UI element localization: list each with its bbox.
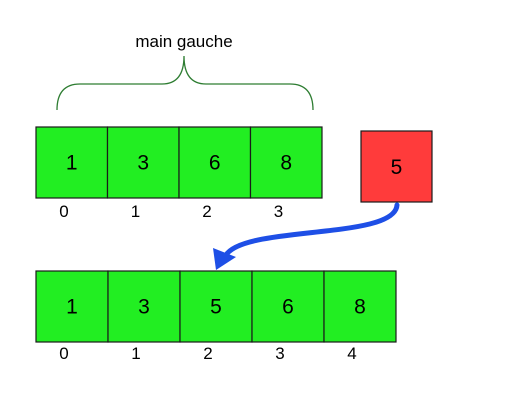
array-cell-value: 6	[209, 152, 221, 175]
array-index-label: 0	[59, 202, 68, 221]
array-cell: 5	[179, 270, 253, 343]
bottom-row: 1 3 5 6 8	[35, 270, 397, 343]
curly-brace	[56, 55, 314, 111]
array-cell-value: 8	[280, 152, 292, 175]
arrow-curve	[223, 202, 400, 258]
array-index-label: 1	[131, 344, 140, 363]
array-cell-value: 8	[354, 296, 366, 319]
top-row-indices: 0 1 2 3	[59, 202, 283, 221]
array-cell-value: 1	[66, 152, 78, 175]
array-index-label: 2	[202, 202, 211, 221]
new-card-box	[360, 130, 433, 203]
new-card-value: 5	[391, 156, 403, 179]
array-cell-box	[178, 126, 252, 199]
array-index-label: 2	[203, 344, 212, 363]
arrow-head	[213, 248, 236, 270]
array-index-label: 3	[275, 344, 284, 363]
array-cell: 8	[323, 270, 397, 343]
array-cell-box	[35, 270, 109, 343]
array-cell: 6	[178, 126, 252, 199]
brace-label: main gauche	[135, 32, 232, 51]
array-cell-box	[323, 270, 397, 343]
array-cell: 3	[107, 270, 181, 343]
array-index-label: 1	[131, 202, 140, 221]
array-cell-box	[35, 126, 109, 199]
array-cell-value: 1	[66, 296, 78, 319]
array-cell-value: 3	[137, 152, 149, 175]
array-cell-box	[251, 270, 325, 343]
new-card: 5	[360, 130, 433, 203]
top-row: 1 3 6 8	[35, 126, 323, 199]
array-cell-value: 3	[138, 296, 150, 319]
array-cell-value: 5	[210, 296, 222, 319]
bottom-row-indices: 0 1 2 3 4	[59, 344, 356, 363]
array-index-label: 0	[59, 344, 68, 363]
insertion-arrow	[213, 202, 400, 270]
array-cell: 1	[35, 270, 109, 343]
array-cell: 3	[106, 126, 180, 199]
array-cell: 8	[249, 126, 323, 199]
array-cell: 1	[35, 126, 109, 199]
array-index-label: 3	[274, 202, 283, 221]
array-index-label: 4	[347, 344, 356, 363]
array-cell-value: 6	[282, 296, 294, 319]
array-cell-box	[106, 126, 180, 199]
array-cell: 6	[251, 270, 325, 343]
array-cell-box	[249, 126, 323, 199]
